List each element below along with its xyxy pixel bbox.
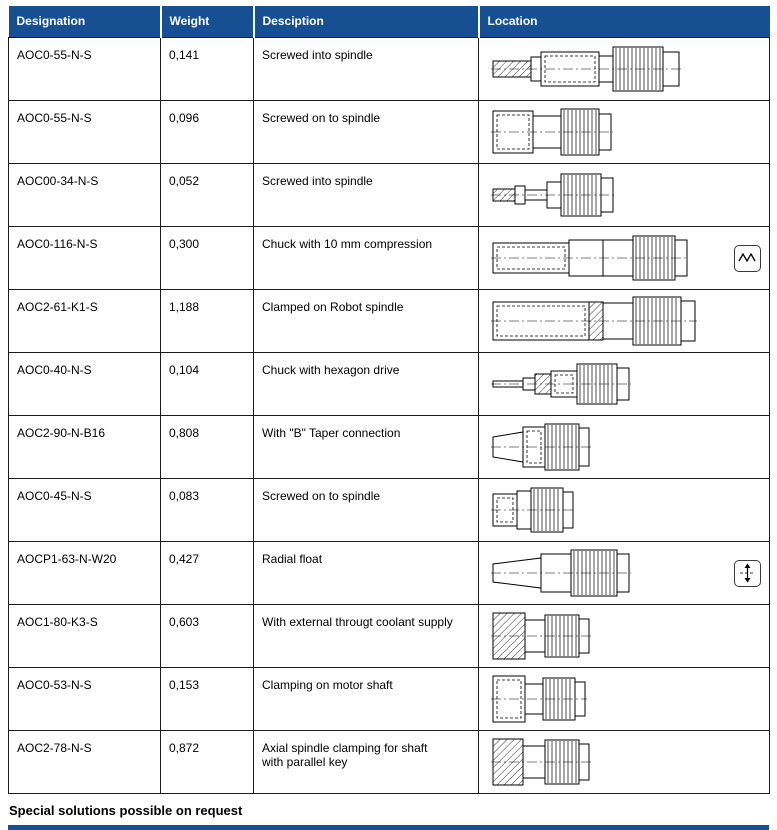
technical-drawing [491,293,697,349]
description-cell: Clamped on Robot spindle [253,289,479,353]
location-cell [478,289,770,353]
description-cell: Axial spindle clamping for shaft with pa… [253,730,479,794]
weight-cell: 0,052 [160,163,254,227]
designation-cell: AOC2-78-N-S [8,730,161,794]
column-header-location: Location [477,6,770,38]
location-cell [478,541,770,605]
footer-note: Special solutions possible on request [9,803,243,818]
location-cell [478,667,770,731]
description-cell: Radial float [253,541,479,605]
table-row: AOC0-55-N-S 0,141 Screwed into spindle [8,37,770,101]
description-cell: Chuck with hexagon drive [253,352,479,416]
weight-cell: 0,427 [160,541,254,605]
technical-drawing [491,608,591,664]
designation-cell: AOC00-34-N-S [8,163,161,227]
weight-cell: 0,603 [160,604,254,668]
technical-drawing [491,545,631,601]
table-row: AOC2-78-N-S 0,872 Axial spindle clamping… [8,730,770,794]
column-header-designation: Designation [8,6,161,38]
weight-cell: 0,083 [160,478,254,542]
table-row: AOC1-80-K3-S 0,603 With external througt… [8,604,770,668]
compression-icon [734,244,761,272]
designation-cell: AOC0-55-N-S [8,100,161,164]
designation-cell: AOC0-116-N-S [8,226,161,290]
description-cell: With "B" Taper connection [253,415,479,479]
description-cell: Chuck with 10 mm compression [253,226,479,290]
footer-accent-bar [8,825,769,830]
location-cell [478,100,770,164]
table-row: AOC2-90-N-B16 0,808 With "B" Taper conne… [8,415,770,479]
weight-cell: 0,872 [160,730,254,794]
technical-drawing [491,419,591,475]
location-cell [478,730,770,794]
product-table: Designation Weight Desciption Location A… [8,6,770,794]
description-cell: Screwed on to spindle [253,100,479,164]
table-row: AOC0-55-N-S 0,096 Screwed on to spindle [8,100,770,164]
technical-drawing [491,230,689,286]
designation-cell: AOCP1-63-N-W20 [8,541,161,605]
description-cell: Clamping on motor shaft [253,667,479,731]
location-cell [478,163,770,227]
technical-drawing [491,734,591,790]
designation-cell: AOC0-53-N-S [8,667,161,731]
designation-cell: AOC0-45-N-S [8,478,161,542]
technical-drawing [491,671,587,727]
table-row: AOC00-34-N-S 0,052 Screwed into spindle [8,163,770,227]
location-cell [478,37,770,101]
radial-float-icon [734,559,761,587]
weight-cell: 0,104 [160,352,254,416]
table-row: AOC0-53-N-S 0,153 Clamping on motor shaf… [8,667,770,731]
description-cell: Screwed on to spindle [253,478,479,542]
technical-drawing [491,104,613,160]
table-row: AOCP1-63-N-W20 0,427 Radial float [8,541,770,605]
technical-drawing [491,482,575,538]
column-header-weight: Weight [159,6,254,38]
location-cell [478,415,770,479]
weight-cell: 0,300 [160,226,254,290]
technical-drawing [491,356,631,412]
designation-cell: AOC2-90-N-B16 [8,415,161,479]
table-row: AOC0-116-N-S 0,300 Chuck with 10 mm comp… [8,226,770,290]
description-cell: Screwed into spindle [253,37,479,101]
table-row: AOC0-40-N-S 0,104 Chuck with hexagon dri… [8,352,770,416]
column-header-description: Desciption [252,6,479,38]
table-row: AOC2-61-K1-S 1,188 Clamped on Robot spin… [8,289,770,353]
location-cell [478,604,770,668]
designation-cell: AOC1-80-K3-S [8,604,161,668]
location-cell [478,478,770,542]
designation-cell: AOC0-40-N-S [8,352,161,416]
weight-cell: 1,188 [160,289,254,353]
designation-cell: AOC0-55-N-S [8,37,161,101]
location-cell [478,226,770,290]
designation-cell: AOC2-61-K1-S [8,289,161,353]
weight-cell: 0,096 [160,100,254,164]
description-cell: With external througt coolant supply [253,604,479,668]
location-cell [478,352,770,416]
technical-drawing [491,167,615,223]
weight-cell: 0,141 [160,37,254,101]
weight-cell: 0,153 [160,667,254,731]
description-cell: Screwed into spindle [253,163,479,227]
technical-drawing [491,41,681,97]
table-row: AOC0-45-N-S 0,083 Screwed on to spindle [8,478,770,542]
weight-cell: 0,808 [160,415,254,479]
catalog-page: Designation Weight Desciption Location A… [8,6,770,830]
header-row: Designation Weight Desciption Location [8,6,770,38]
